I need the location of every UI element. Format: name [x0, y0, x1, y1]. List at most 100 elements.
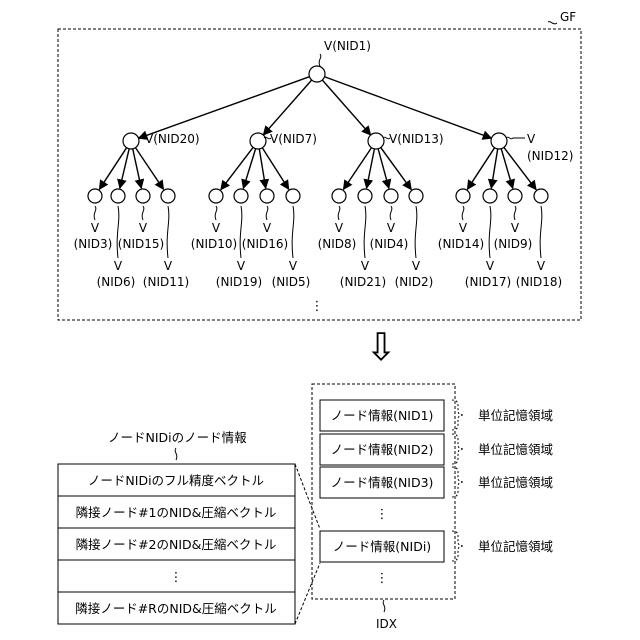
unit-label: 単位記憶領域 [478, 408, 553, 423]
leaf-v: V [289, 259, 298, 273]
leaf-v: V [164, 259, 173, 273]
edge [322, 80, 370, 135]
graph-node [491, 133, 507, 149]
leader-line [292, 206, 294, 258]
graph-node-leaf [88, 189, 102, 203]
graph-node-leaf [456, 189, 470, 203]
leaf-label: (NID10) [191, 237, 237, 251]
gf-leader [548, 22, 557, 24]
leaf-label: (NID3) [74, 237, 113, 251]
edge [325, 77, 492, 138]
graph-node-leaf [384, 189, 398, 203]
expand-line-bottom [295, 563, 320, 624]
edge [99, 148, 126, 190]
edge [467, 148, 494, 190]
leaf-v: V [212, 221, 221, 235]
edge [263, 80, 311, 135]
graph-node-label: V(NID7) [270, 132, 317, 146]
leader-line [319, 54, 321, 66]
leaf-label: (NID19) [216, 275, 262, 289]
graph-node-label: V [527, 132, 536, 146]
graph-node-root [309, 66, 325, 82]
node-info-row: 隣接ノード#2のNID&圧縮ベクトル [76, 537, 277, 552]
leaf-v: V [412, 259, 421, 273]
leaf-label: (NID21) [340, 275, 386, 289]
leaf-label: (NID6) [97, 275, 136, 289]
graph: V(NID1)V(NID20)V(NID7)V(NID13)V(NID12)V(… [74, 39, 574, 314]
graph-node-leaf [209, 189, 223, 203]
leaf-label: (NID15) [118, 237, 164, 251]
node-info-leader [175, 448, 177, 460]
leaf-label: (NID17) [465, 275, 511, 289]
leader-line [215, 206, 217, 220]
leaf-label: (NID9) [494, 237, 533, 251]
unit-braces [452, 400, 464, 561]
leaf-v: V [486, 259, 495, 273]
expand-line-top [295, 464, 320, 529]
graph-node-leaf [534, 189, 548, 203]
edge [491, 149, 497, 188]
leaf-label: (NID14) [438, 237, 484, 251]
graph-node-label: (NID12) [527, 149, 573, 163]
edge [259, 149, 265, 188]
node-info-row: 隣接ノード#RのNID&圧縮ベクトル [75, 601, 277, 616]
unit-label: 単位記憶領域 [478, 475, 553, 490]
index-ellipsis: ⋮ [376, 571, 389, 586]
leader-line [364, 206, 366, 258]
leaf-v: V [263, 221, 272, 235]
leader-line [167, 206, 169, 258]
graph-node-leaf [234, 189, 248, 203]
leaf-v: V [387, 221, 396, 235]
edge [221, 147, 253, 189]
graph-node-label: V(NID20) [145, 132, 200, 146]
index-box: ノード情報(NID2) [331, 442, 434, 457]
node-info-title: ノードNIDiのノード情報 [108, 430, 247, 445]
leaf-v: V [139, 221, 148, 235]
graph-node-leaf [136, 189, 150, 203]
leader-line [338, 206, 340, 220]
leader-line [514, 206, 516, 220]
graph-node-leaf [358, 189, 372, 203]
graph-node [250, 133, 266, 149]
graph-node-leaf [286, 189, 300, 203]
leader-line [506, 137, 525, 139]
edge [139, 77, 310, 139]
leaf-label: (NID16) [242, 237, 288, 251]
node-info-row: ノードNIDiのフル精度ベクトル [88, 473, 264, 488]
leader-line [390, 206, 392, 220]
edge [243, 149, 255, 189]
leaf-v: V [459, 221, 468, 235]
index-boxes: ノード情報(NID1) ノード情報(NID2) ノード情報(NID3) ノード情… [320, 400, 444, 562]
leaf-v: V [511, 221, 520, 235]
edge [262, 148, 288, 190]
leader-line [142, 206, 144, 220]
index-box: ノード情報(NID3) [331, 475, 434, 490]
leaf-v: V [335, 221, 344, 235]
gf-label: GF [560, 10, 576, 24]
graph-node-leaf [332, 189, 346, 203]
leaf-label: (NID5) [272, 275, 311, 289]
leaf-v: V [114, 259, 123, 273]
graph-node-leaf [409, 189, 423, 203]
leader-line [94, 206, 96, 220]
leaf-label: (NID4) [370, 237, 409, 251]
down-arrow: ⇩ [365, 325, 397, 369]
leader-line [489, 206, 491, 258]
leader-line [266, 206, 268, 220]
node-info-table: ノードNIDiのフル精度ベクトル 隣接ノード#1のNID&圧縮ベクトル 隣接ノー… [58, 464, 295, 624]
leader-line [540, 206, 542, 258]
unit-label: 単位記憶領域 [478, 442, 553, 457]
idx-label: IDX [376, 617, 397, 631]
index-box: ノード情報(NIDi) [333, 539, 431, 554]
edge [381, 147, 412, 189]
leaf-v: V [537, 259, 546, 273]
graph-node-leaf [161, 189, 175, 203]
graph-node-leaf [260, 189, 274, 203]
graph-ellipsis: ⋮ [311, 299, 324, 314]
graph-node-leaf [111, 189, 125, 203]
leader-line [415, 206, 417, 258]
graph-node [368, 133, 384, 149]
graph-node-leaf [483, 189, 497, 203]
idx-leader [383, 600, 385, 612]
